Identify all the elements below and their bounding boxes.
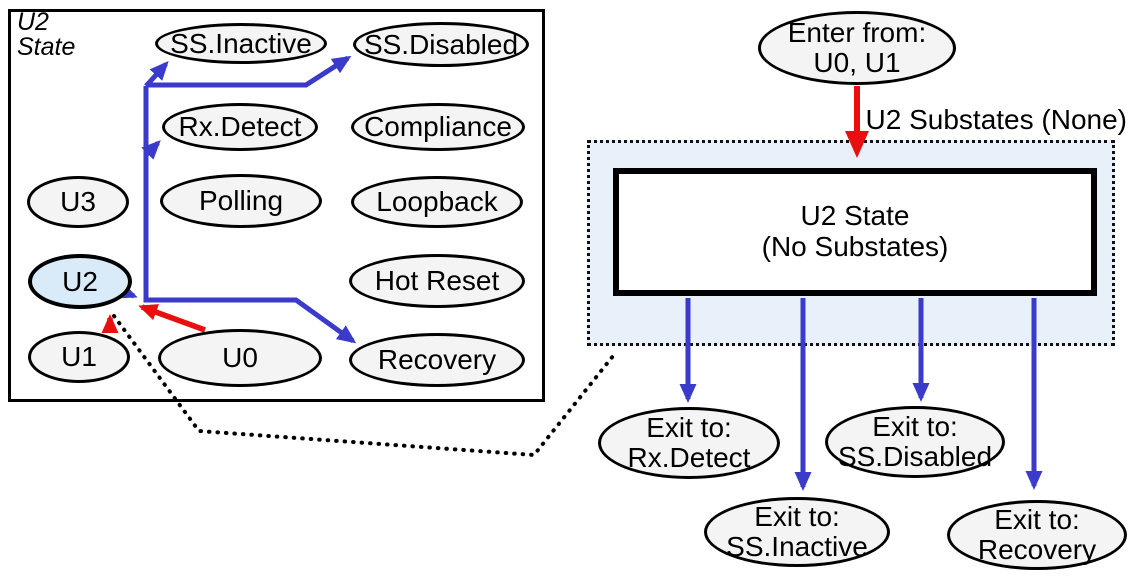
edge-u2-to-rx-detect bbox=[141, 140, 161, 160]
panel-title-line2: State bbox=[17, 33, 76, 61]
edge-u0-to-u2 bbox=[138, 304, 206, 333]
panel-title-line1: U2 bbox=[17, 8, 49, 36]
exit-label-line1: Exit to: bbox=[872, 411, 958, 443]
exit-label-line2: SS.Disabled bbox=[837, 441, 993, 472]
u2-state-box: U2 State (No Substates) bbox=[613, 168, 1097, 296]
state-label: Hot Reset bbox=[374, 265, 500, 297]
state-label: Loopback bbox=[376, 186, 498, 218]
state-node-u3: U3 bbox=[27, 176, 129, 228]
state-node-u1: U1 bbox=[28, 331, 130, 383]
state-label: U0 bbox=[222, 342, 258, 374]
state-label: U1 bbox=[61, 341, 97, 373]
u2-state-box-line2: (No Substates) bbox=[761, 231, 949, 262]
exit-label-line1: Exit to: bbox=[754, 501, 840, 533]
state-node-u0: U0 bbox=[158, 329, 322, 387]
state-label: Compliance bbox=[364, 111, 512, 143]
state-node-compliance: Compliance bbox=[351, 103, 525, 151]
edge-u2-to-ss-disabled bbox=[146, 55, 352, 88]
state-label: U2 bbox=[62, 265, 98, 297]
state-node-polling: Polling bbox=[160, 174, 322, 228]
state-label: Polling bbox=[198, 185, 284, 217]
enter-from-line1: Enter from: bbox=[787, 17, 927, 49]
state-label: U3 bbox=[60, 186, 96, 218]
enter-from-line2: U0, U1 bbox=[813, 47, 901, 78]
state-label: SS.Disabled bbox=[363, 28, 519, 60]
exit-node-rx-detect: Exit to: Rx.Detect bbox=[598, 407, 780, 479]
exit-label-line1: Exit to: bbox=[994, 504, 1080, 536]
state-node-ss-disabled: SS.Disabled bbox=[353, 22, 529, 67]
panel-title: U2 State bbox=[17, 10, 75, 60]
exit-node-ss-inactive: Exit to: SS.Inactive bbox=[704, 497, 890, 567]
edge-u2-to-ss-inactive bbox=[144, 61, 169, 88]
exit-node-ss-disabled: Exit to: SS.Disabled bbox=[825, 406, 1005, 478]
state-node-rx-detect: Rx.Detect bbox=[162, 103, 318, 151]
zoom-connector-dotted-line bbox=[112, 314, 619, 458]
exit-label-line1: Exit to: bbox=[646, 412, 732, 444]
enter-from-node: Enter from: U0, U1 bbox=[758, 11, 956, 85]
state-label: Rx.Detect bbox=[178, 111, 302, 143]
state-node-hot-reset: Hot Reset bbox=[349, 254, 525, 308]
state-node-ss-inactive: SS.Inactive bbox=[155, 23, 327, 64]
u2-state-box-line1: U2 State bbox=[800, 200, 910, 232]
substates-caption: U2 Substates (None) bbox=[865, 104, 1127, 135]
state-label: SS.Inactive bbox=[170, 27, 312, 59]
exit-node-recovery: Exit to: Recovery bbox=[947, 500, 1127, 570]
state-label: Recovery bbox=[377, 344, 497, 376]
exit-label-line2: SS.Inactive bbox=[726, 531, 868, 562]
edge-u2-trunk-to-recovery bbox=[143, 86, 357, 344]
exit-label-line2: Rx.Detect bbox=[627, 442, 751, 473]
exit-label-line2: Recovery bbox=[977, 534, 1097, 565]
state-node-recovery: Recovery bbox=[349, 333, 525, 387]
state-node-loopback: Loopback bbox=[351, 176, 523, 228]
state-node-u2-highlighted: U2 bbox=[28, 254, 132, 309]
